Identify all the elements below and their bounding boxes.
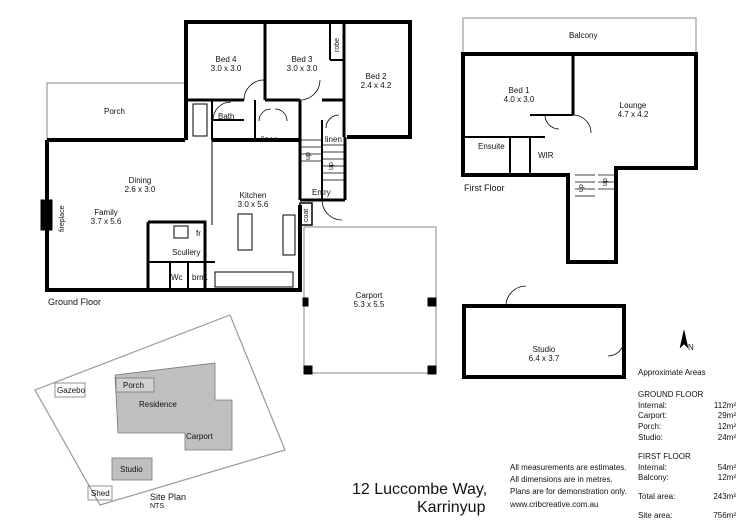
total-area-row: Total area:243m² bbox=[638, 492, 736, 502]
entry-label: Entry bbox=[312, 188, 331, 197]
linen-label-2: linen bbox=[325, 135, 342, 144]
stairs-up-label-4: up bbox=[602, 178, 609, 186]
ground-floor-title: Ground Floor bbox=[48, 297, 102, 307]
broom-label: brm. bbox=[192, 273, 208, 282]
site-gazebo-label: Gazebo bbox=[57, 386, 86, 395]
main-house-wall bbox=[45, 138, 302, 292]
coat-label: coat bbox=[303, 208, 310, 222]
first-floor-heading: FIRST FLOOR bbox=[638, 451, 691, 461]
site-carport-label: Carport bbox=[186, 432, 213, 441]
note-2: All dimensions are in metres. bbox=[510, 475, 613, 485]
approximate-areas-table: Approximate Areas GROUND FLOOR Internal:… bbox=[638, 368, 736, 522]
note-3: Plans are for demonstration only. bbox=[510, 487, 627, 497]
site-residence-label: Residence bbox=[139, 400, 177, 409]
linen-label-1: linen bbox=[261, 135, 278, 144]
first-floor-wall bbox=[461, 52, 698, 264]
north-arrow bbox=[679, 329, 689, 349]
area-row: Internal:54m² bbox=[638, 462, 736, 472]
bath-label: Bath bbox=[218, 112, 235, 121]
studio-outline bbox=[462, 304, 626, 379]
address-line1: 12 Luccombe Way, bbox=[352, 481, 488, 498]
area-row: Carport:29m² bbox=[638, 411, 736, 421]
north-label: N bbox=[688, 343, 694, 352]
note-4: www.cribcreative.com.au bbox=[510, 499, 599, 509]
ensuite-label: Ensuite bbox=[478, 142, 505, 151]
area-row: Studio:24m² bbox=[638, 432, 736, 442]
stairs-up-label-2: up bbox=[328, 162, 335, 170]
site-studio-label: Studio bbox=[120, 465, 143, 474]
area-row: Internal:112m² bbox=[638, 400, 736, 410]
stairs-up-label-1: up bbox=[305, 152, 312, 160]
site-shed-label: Shed bbox=[91, 489, 110, 498]
note-1: All measurements are estimates. bbox=[510, 463, 627, 472]
area-row: Balcony:12m² bbox=[638, 473, 736, 483]
stairs-up-label-3: up bbox=[578, 184, 585, 192]
area-row: Porch:12m² bbox=[638, 422, 736, 432]
bedroom-block-wall bbox=[184, 20, 412, 140]
address-line2: Karrinyup bbox=[417, 499, 486, 516]
site-boundary bbox=[34, 314, 286, 506]
balcony-label: Balcony bbox=[569, 31, 598, 40]
scullery-label: Scullery bbox=[172, 248, 201, 257]
fridge-label: fr bbox=[196, 229, 201, 238]
fireplace-label: fireplace bbox=[59, 205, 66, 232]
robe-label: robe bbox=[334, 37, 341, 52]
wir-label: WIR bbox=[538, 151, 554, 160]
porch-label: Porch bbox=[104, 107, 125, 116]
wc-label: Wc bbox=[171, 273, 183, 282]
first-floor-title: First Floor bbox=[464, 183, 505, 193]
site-area-row: Site area:756m² bbox=[638, 510, 736, 520]
areas-title: Approximate Areas bbox=[638, 368, 706, 377]
site-porch-label: Porch bbox=[123, 381, 144, 390]
disclaimer-notes: All measurements are estimates. All dime… bbox=[510, 462, 627, 511]
ground-floor-heading: GROUND FLOOR bbox=[638, 389, 704, 399]
